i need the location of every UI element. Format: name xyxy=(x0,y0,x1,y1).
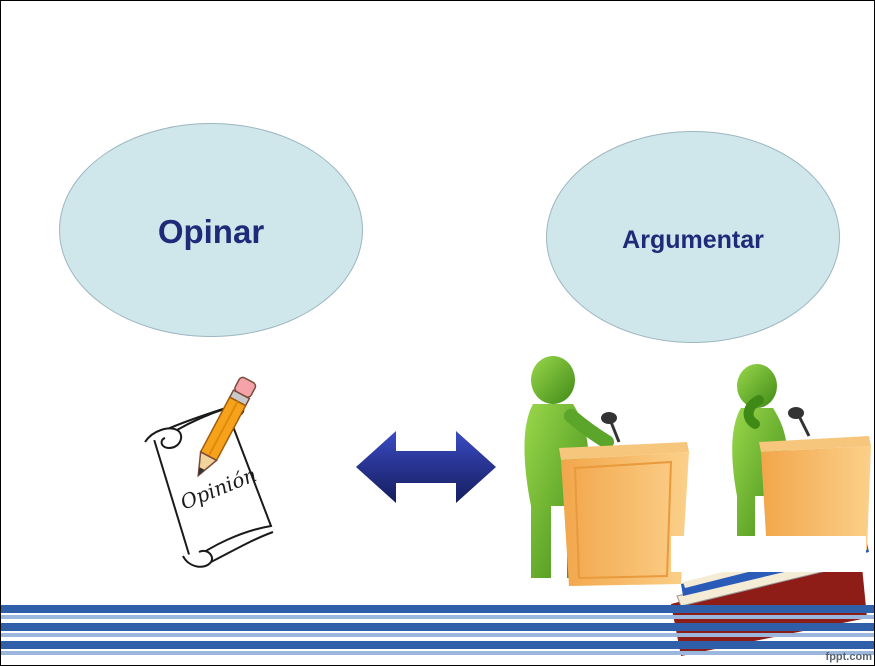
opinar-bubble: Opinar xyxy=(59,123,363,337)
fppt-watermark: fppt.com xyxy=(825,651,872,663)
opinion-scroll-icon: Opinión xyxy=(144,376,274,568)
opinar-label: Opinar xyxy=(157,213,265,250)
right-speaker-icon xyxy=(732,364,871,552)
double-headed-arrow-icon xyxy=(356,431,496,503)
argumentar-label: Argumentar xyxy=(622,225,764,254)
speakers-at-podiums-icon xyxy=(524,356,871,656)
pencil-icon xyxy=(197,376,257,478)
argumentar-bubble: Argumentar xyxy=(546,131,840,343)
footer-stripes xyxy=(1,605,874,655)
left-speaker-icon xyxy=(524,356,689,586)
